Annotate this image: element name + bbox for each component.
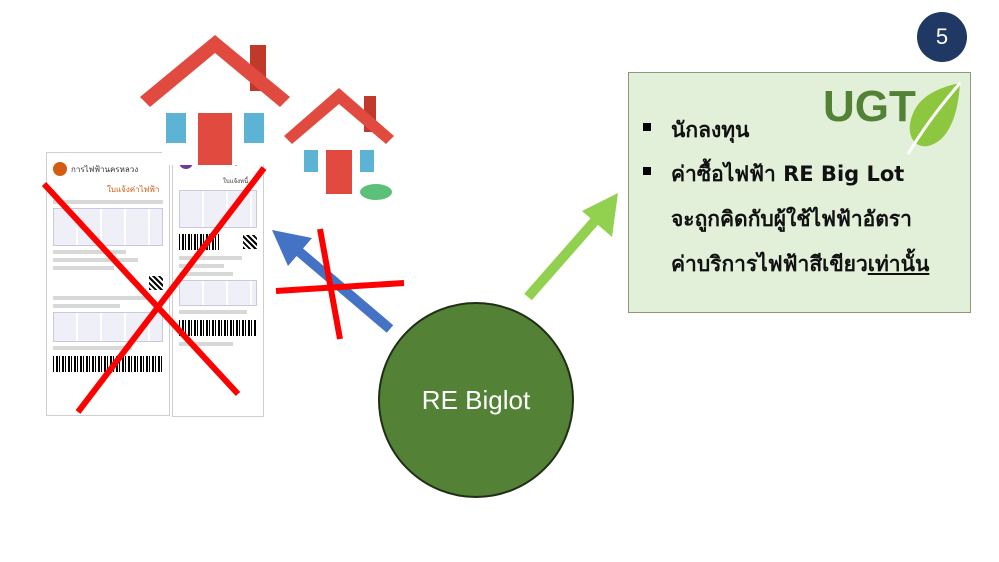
bill-line bbox=[53, 266, 114, 270]
bullet-continuation-line: จะถูกคิดกับผู้ใช้ไฟฟ้าอัตรา bbox=[671, 207, 912, 231]
cross-icon bbox=[275, 228, 405, 340]
qr-code-icon bbox=[149, 276, 163, 290]
bill-line bbox=[53, 304, 121, 308]
bullet-item-re-biglot-cost: ค่าซื้อไฟฟ้า RE Big Lot bbox=[643, 154, 904, 194]
re-biglot-circle: RE Biglot bbox=[378, 302, 574, 498]
bill-line bbox=[53, 296, 151, 300]
electricity-bill-icon: การไฟฟ้านครหลวง ใบแจ้งค่าไฟฟ้า bbox=[46, 152, 170, 416]
bill-line bbox=[179, 264, 224, 268]
bill-line bbox=[179, 272, 233, 276]
house-icon bbox=[284, 88, 394, 200]
bill-subtitle: ใบแจ้งค่าไฟฟ้า bbox=[107, 185, 160, 194]
page-number-badge: 5 bbox=[917, 12, 967, 62]
bullet-square-icon bbox=[643, 167, 651, 175]
bullet-text: นักลงทุน bbox=[671, 118, 750, 142]
green-arrow-icon bbox=[524, 193, 618, 301]
bullet-continuation-text: ค่าบริการไฟฟ้าสีเขียว bbox=[671, 252, 868, 276]
utility-logo-icon bbox=[53, 162, 67, 176]
bill-line bbox=[53, 200, 163, 204]
ugt-label: UGT bbox=[823, 82, 916, 131]
bill-line bbox=[179, 342, 233, 346]
page-number: 5 bbox=[935, 24, 949, 49]
bill-line bbox=[179, 256, 242, 260]
bullet-square-icon bbox=[643, 123, 651, 131]
bill-subtitle: ใบแจ้งหนี้ bbox=[223, 179, 249, 185]
emphasis-underlined-text: เท่านั้น bbox=[867, 252, 930, 276]
house-icon bbox=[140, 35, 290, 165]
re-biglot-label: RE Biglot bbox=[421, 384, 531, 415]
bill-line bbox=[53, 250, 127, 254]
bullet-text: ค่าซื้อไฟฟ้า RE Big Lot bbox=[671, 162, 905, 186]
bill-line bbox=[53, 346, 133, 350]
bill-table bbox=[179, 280, 257, 306]
leaf-icon bbox=[906, 82, 962, 155]
barcode-icon bbox=[179, 320, 257, 336]
bullet-continuation-line: ค่าบริการไฟฟ้าสีเขียวเท่านั้น bbox=[671, 244, 929, 284]
bill-header: การไฟฟ้านครหลวง bbox=[53, 159, 163, 179]
cross-icon bbox=[41, 166, 267, 414]
bill-line bbox=[179, 310, 247, 314]
bullet-item-investor: นักลงทุน bbox=[643, 110, 749, 150]
barcode-icon bbox=[53, 356, 163, 372]
qr-code-icon bbox=[243, 235, 257, 249]
bill-title: การไฟฟ้านครหลวง bbox=[71, 164, 139, 174]
bill-line bbox=[53, 258, 139, 262]
